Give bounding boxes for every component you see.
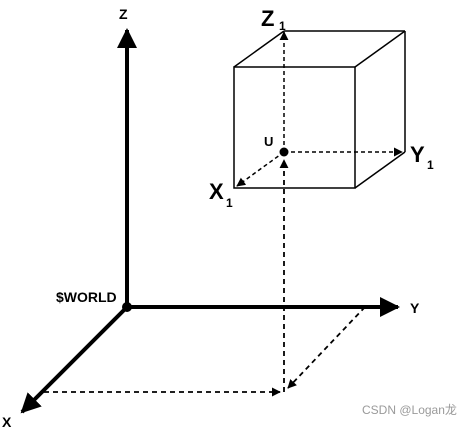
world-y-label: Y <box>410 300 420 316</box>
frame-z1-subscript: 1 <box>279 19 286 33</box>
frame-y1-subscript: 1 <box>427 158 434 172</box>
frame-z1-label: Z <box>261 6 274 31</box>
world-z-label: Z <box>119 6 128 22</box>
world-x-axis <box>20 305 129 414</box>
projection-y-component <box>287 306 366 389</box>
frame-x1-subscript: 1 <box>226 196 233 210</box>
frame-origin-label: U <box>264 134 273 149</box>
frame-origin-dot <box>279 147 289 157</box>
frame-x1-axis <box>236 151 285 187</box>
frame-x1-label: X <box>209 179 224 204</box>
cube <box>233 30 406 189</box>
watermark: CSDN @Logan龙 <box>362 403 457 417</box>
world-origin-label: $WORLD <box>56 289 117 305</box>
world-x-label: X <box>2 414 12 429</box>
frame-y1-label: Y <box>410 142 425 167</box>
world-origin-dot <box>122 302 132 312</box>
